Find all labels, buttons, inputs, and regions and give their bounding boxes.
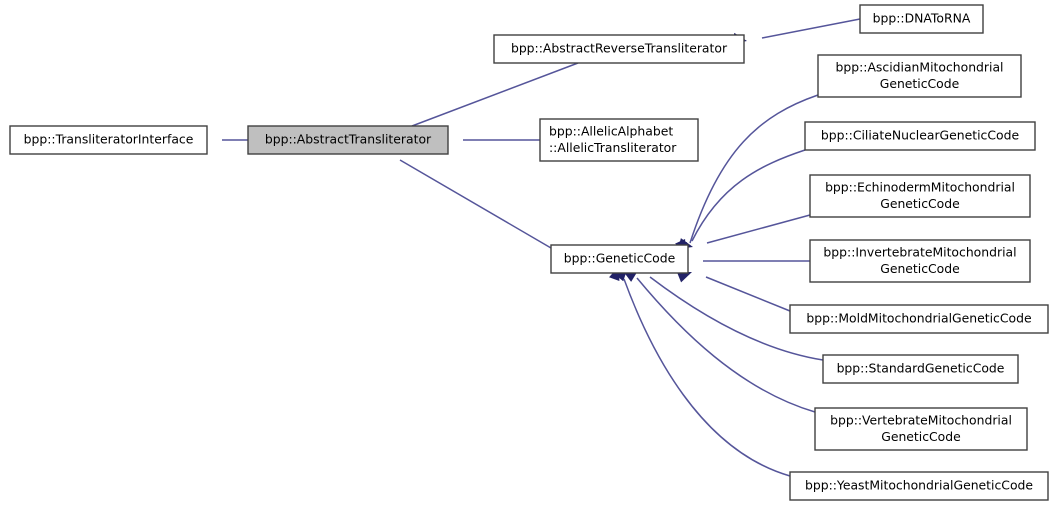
edge-line <box>691 149 806 242</box>
class-node-label: bpp::AbstractTransliterator <box>265 132 432 147</box>
class-node-box[interactable] <box>247 125 449 155</box>
class-node-box[interactable] <box>859 4 984 34</box>
class-node-label: GeneticCode <box>881 429 961 444</box>
class-node-box[interactable] <box>493 34 745 64</box>
class-node[interactable]: bpp::StandardGeneticCode <box>822 354 1019 384</box>
edge-line <box>411 62 579 127</box>
node-layer: bpp::TransliteratorInterface bpp::Abstrac… <box>9 4 1049 501</box>
class-node-label: bpp::AllelicAlphabet <box>549 123 673 138</box>
class-node-label: bpp::CiliateNuclearGeneticCode <box>821 128 1019 143</box>
inheritance-edge <box>676 272 791 312</box>
class-node-label: bpp::AscidianMitochondrial <box>836 59 1004 74</box>
edge-line <box>705 276 791 312</box>
class-node[interactable]: bpp::DNAToRNA <box>859 4 984 34</box>
class-node-label: bpp::GeneticCode <box>564 251 675 266</box>
class-node[interactable]: bpp::CiliateNuclearGeneticCode <box>804 121 1036 151</box>
class-node-label: GeneticCode <box>880 76 960 91</box>
class-node-box[interactable] <box>789 471 1049 501</box>
edge-line <box>761 18 861 39</box>
class-node-label: bpp::VertebrateMitochondrial <box>830 412 1012 427</box>
class-node[interactable]: bpp::AllelicAlphabet::AllelicTranslitera… <box>539 118 699 162</box>
class-node-label: bpp::InvertebrateMitochondrial <box>823 244 1016 259</box>
class-node-label: bpp::StandardGeneticCode <box>837 361 1005 376</box>
class-node-box[interactable] <box>804 121 1036 151</box>
class-node-label: bpp::TransliteratorInterface <box>24 132 194 147</box>
class-node-box[interactable] <box>817 54 1022 98</box>
class-node-box[interactable] <box>789 304 1049 334</box>
edge-line <box>649 276 824 361</box>
class-node-label: bpp::EchinodermMitochondrial <box>825 179 1015 194</box>
class-node-box[interactable] <box>550 244 689 274</box>
class-node-box[interactable] <box>809 174 1031 218</box>
class-node-label: bpp::MoldMitochondrialGeneticCode <box>806 311 1031 326</box>
class-node-label: bpp::AbstractReverseTransliterator <box>511 41 728 56</box>
class-node-box[interactable] <box>539 118 699 162</box>
class-node-box[interactable] <box>822 354 1019 384</box>
class-node-label: bpp::DNAToRNA <box>873 11 971 26</box>
edge-arrowhead-icon <box>676 272 692 283</box>
class-node-box[interactable] <box>809 239 1031 283</box>
class-node[interactable]: bpp::YeastMitochondrialGeneticCode <box>789 471 1049 501</box>
class-node-label: ::AllelicTransliterator <box>549 140 677 155</box>
edge-line <box>623 278 791 477</box>
class-node-label: bpp::YeastMitochondrialGeneticCode <box>805 478 1033 493</box>
class-node[interactable]: bpp::GeneticCode <box>550 244 689 274</box>
edge-line <box>636 277 816 413</box>
class-node-label: GeneticCode <box>880 196 960 211</box>
class-node[interactable]: bpp::AbstractReverseTransliterator <box>493 34 745 64</box>
edge-line <box>689 94 819 244</box>
edge-line <box>706 214 811 244</box>
class-node-box[interactable] <box>9 125 208 155</box>
class-node[interactable]: bpp::MoldMitochondrialGeneticCode <box>789 304 1049 334</box>
class-node[interactable]: bpp::AbstractTransliterator <box>247 125 449 155</box>
class-node-label: GeneticCode <box>880 261 960 276</box>
class-node-box[interactable] <box>814 407 1028 451</box>
edge-line <box>399 159 552 249</box>
class-node[interactable]: bpp::InvertebrateMitochondrialGeneticCod… <box>809 239 1031 283</box>
class-node[interactable]: bpp::TransliteratorInterface <box>9 125 208 155</box>
